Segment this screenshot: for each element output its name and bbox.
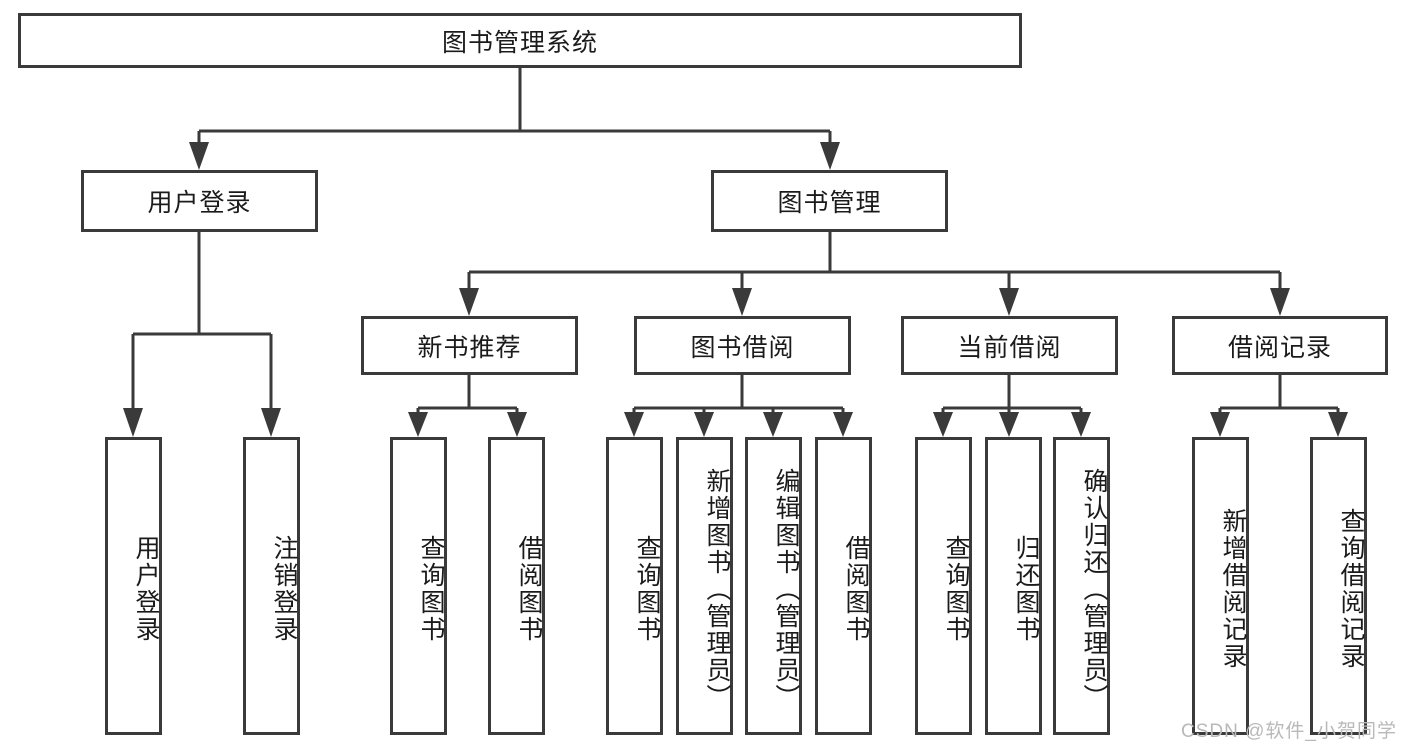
node-current-borrowing[interactable]: 当前借阅 xyxy=(901,316,1118,375)
node-label: 查询借阅记录 xyxy=(1337,508,1365,670)
edge-bookmanage-bus xyxy=(467,232,1282,288)
arrowhead-leaf-add-book xyxy=(694,412,714,437)
arrowhead-leaf-add-record xyxy=(1210,412,1230,437)
arrowhead-leaf-borrow-book-1 xyxy=(507,412,527,437)
arrowhead-newbook-rec xyxy=(459,288,479,316)
node-label: 注销登录 xyxy=(270,535,298,643)
node-label: 借阅记录 xyxy=(1227,333,1332,362)
arrowhead-borrow-record xyxy=(1270,288,1290,316)
node-label: 图书借阅 xyxy=(690,333,795,362)
leaf-user-login[interactable]: 用户登录 xyxy=(105,437,162,735)
edge-borrowrecord-bus xyxy=(1218,375,1340,414)
arrowhead-leaf-user-login xyxy=(123,408,143,437)
arrowhead-book-borrow xyxy=(732,288,752,316)
arrowhead-leaf-return-book xyxy=(999,412,1019,437)
node-book-borrowing[interactable]: 图书借阅 xyxy=(634,316,851,375)
edge-root-bus xyxy=(197,68,832,142)
node-label: 借阅图书 xyxy=(515,535,543,643)
edge-userlogin-bus xyxy=(131,232,273,410)
arrowhead-leaf-query-book-1 xyxy=(408,412,428,437)
node-label: 图书管理 xyxy=(777,189,882,217)
arrowhead-leaf-edit-book xyxy=(763,412,783,437)
node-label: 当前借阅 xyxy=(957,333,1062,362)
arrowhead-leaf-query-book-2 xyxy=(624,412,644,437)
arrowhead-leaf-confirm-return xyxy=(1071,412,1091,437)
node-label: 新增图书（管理员） xyxy=(703,467,731,711)
node-label: 用户登录 xyxy=(132,535,160,643)
leaf-borrow-book-borrowing[interactable]: 借阅图书 xyxy=(815,437,872,735)
node-label: 图书管理系统 xyxy=(441,28,598,57)
arrowhead-leaf-query-record xyxy=(1328,412,1348,437)
arrowhead-book-manage xyxy=(820,142,840,170)
node-label: 用户登录 xyxy=(147,189,252,217)
edge-bookborrow-bus xyxy=(632,375,845,414)
node-label: 新书推荐 xyxy=(417,333,522,362)
leaf-query-book-newbook[interactable]: 查询图书 xyxy=(390,437,447,735)
leaf-query-book-borrowing[interactable]: 查询图书 xyxy=(606,437,663,735)
leaf-query-book-current[interactable]: 查询图书 xyxy=(915,437,972,735)
arrowhead-current-borrow xyxy=(999,288,1019,316)
node-label: 查询图书 xyxy=(942,535,970,643)
edge-newbookrec-bus xyxy=(416,375,519,414)
arrowhead-user-login xyxy=(189,142,209,170)
leaf-edit-book-admin[interactable]: 编辑图书（管理员） xyxy=(745,437,802,735)
node-new-book-recommendation[interactable]: 新书推荐 xyxy=(361,316,578,375)
node-label: 归还图书 xyxy=(1012,535,1040,643)
leaf-add-borrow-record[interactable]: 新增借阅记录 xyxy=(1192,437,1249,735)
arrowhead-leaf-borrow-book-2 xyxy=(833,412,853,437)
node-label: 确认归还（管理员） xyxy=(1080,467,1108,711)
leaf-query-borrow-record[interactable]: 查询借阅记录 xyxy=(1310,437,1367,735)
node-label: 借阅图书 xyxy=(842,535,870,643)
node-label: 查询图书 xyxy=(417,535,445,643)
leaf-confirm-return-admin[interactable]: 确认归还（管理员） xyxy=(1053,437,1110,735)
leaf-return-book[interactable]: 归还图书 xyxy=(985,437,1042,735)
leaf-add-book-admin[interactable]: 新增图书（管理员） xyxy=(676,437,733,735)
node-user-login[interactable]: 用户登录 xyxy=(81,170,318,232)
leaf-borrow-book-newbook[interactable]: 借阅图书 xyxy=(488,437,545,735)
node-label: 新增借阅记录 xyxy=(1219,508,1247,670)
node-book-management[interactable]: 图书管理 xyxy=(711,170,948,232)
arrowhead-leaf-query-book-3 xyxy=(933,412,953,437)
arrowhead-leaf-logout xyxy=(261,408,281,437)
leaf-logout[interactable]: 注销登录 xyxy=(243,437,300,735)
watermark: CSDN @软件_小贺同学 xyxy=(1181,721,1397,742)
node-root-book-management-system[interactable]: 图书管理系统 xyxy=(18,13,1022,68)
node-label: 查询图书 xyxy=(633,535,661,643)
edge-currentborrow-bus xyxy=(941,375,1083,414)
node-borrowing-records[interactable]: 借阅记录 xyxy=(1172,316,1388,375)
node-label: 编辑图书（管理员） xyxy=(772,467,800,711)
